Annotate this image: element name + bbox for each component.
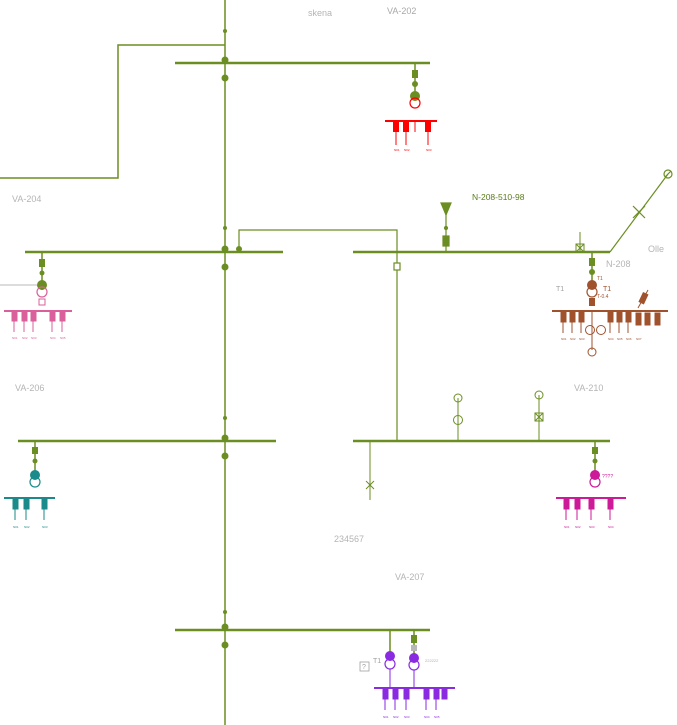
label-skena: skena (308, 8, 332, 18)
svg-text:T-0.4: T-0.4 (597, 294, 609, 300)
label-va202: VA-202 (387, 6, 416, 16)
label-va207: VA-207 (395, 572, 424, 582)
svg-text:T1: T1 (373, 658, 381, 665)
svg-text:N03: N03 (426, 148, 432, 152)
svg-text:N04: N04 (50, 336, 56, 340)
svg-text:N03: N03 (42, 525, 48, 529)
label-va204: VA-204 (12, 194, 41, 204)
svg-text:T1: T1 (556, 286, 564, 293)
svg-text:N04: N04 (424, 715, 430, 719)
svg-text:N05: N05 (617, 337, 623, 341)
svg-text:N03: N03 (404, 715, 410, 719)
svg-text:????: ???? (602, 474, 613, 480)
svg-text:N05: N05 (60, 336, 66, 340)
trunk-nodes (221, 56, 242, 649)
main-trunk (0, 0, 226, 725)
svg-text:N03: N03 (31, 336, 37, 340)
svg-text:222222: 222222 (425, 658, 439, 663)
line-to-olle (609, 169, 673, 253)
svg-text:T1: T1 (603, 286, 611, 293)
svg-text:N07: N07 (636, 337, 642, 341)
svg-text:N01: N01 (564, 525, 570, 529)
label-va210: VA-210 (574, 383, 603, 393)
tie-line (238, 229, 401, 441)
label-va206: VA-206 (15, 383, 44, 393)
svg-text:T1: T1 (597, 276, 603, 282)
svg-text:N01: N01 (561, 337, 567, 341)
substation-va206[interactable]: N01 N02 N03 (4, 441, 55, 529)
svg-text:?: ? (362, 664, 366, 671)
svg-text:N06: N06 (626, 337, 632, 341)
label-n208: N-208 (606, 259, 631, 269)
substation-va210[interactable]: ???? N01 N02 N03 N04 (556, 441, 626, 529)
busbars (18, 61, 610, 632)
substation-va207[interactable]: ? T1 222222 N01 N02 N03 N04 N05 (359, 630, 455, 719)
svg-text:N01: N01 (12, 336, 18, 340)
svg-text:N02: N02 (570, 337, 576, 341)
svg-text:N02: N02 (393, 715, 399, 719)
substation-n208[interactable]: T1 T1 T1 T-0.4 N01 N02 N03 N04 N05 N06 N… (552, 252, 668, 357)
svg-text:N01: N01 (394, 148, 400, 152)
label-line-n208-510-98: N-208-510-98 (472, 192, 525, 202)
svg-text:N02: N02 (24, 525, 30, 529)
svg-text:N02: N02 (404, 148, 410, 152)
svg-text:N03: N03 (579, 337, 585, 341)
svg-text:N01: N01 (383, 715, 389, 719)
va210-feeders (365, 390, 544, 500)
svg-text:N03: N03 (589, 525, 595, 529)
substation-va202[interactable]: N01 N02 N03 (385, 63, 437, 152)
svg-text:N04: N04 (608, 525, 614, 529)
svg-text:N01: N01 (13, 525, 19, 529)
label-center-number: 234567 (334, 534, 364, 544)
svg-text:N02: N02 (575, 525, 581, 529)
svg-text:N02: N02 (22, 336, 28, 340)
substation-va204[interactable]: N01 N02 N03 N04 N05 (0, 252, 72, 340)
breaker-n208 (575, 232, 585, 253)
svg-text:N04: N04 (608, 337, 614, 341)
svg-text:N05: N05 (434, 715, 440, 719)
line-spur-n208 (440, 202, 452, 252)
label-olle: Olle (648, 244, 664, 254)
